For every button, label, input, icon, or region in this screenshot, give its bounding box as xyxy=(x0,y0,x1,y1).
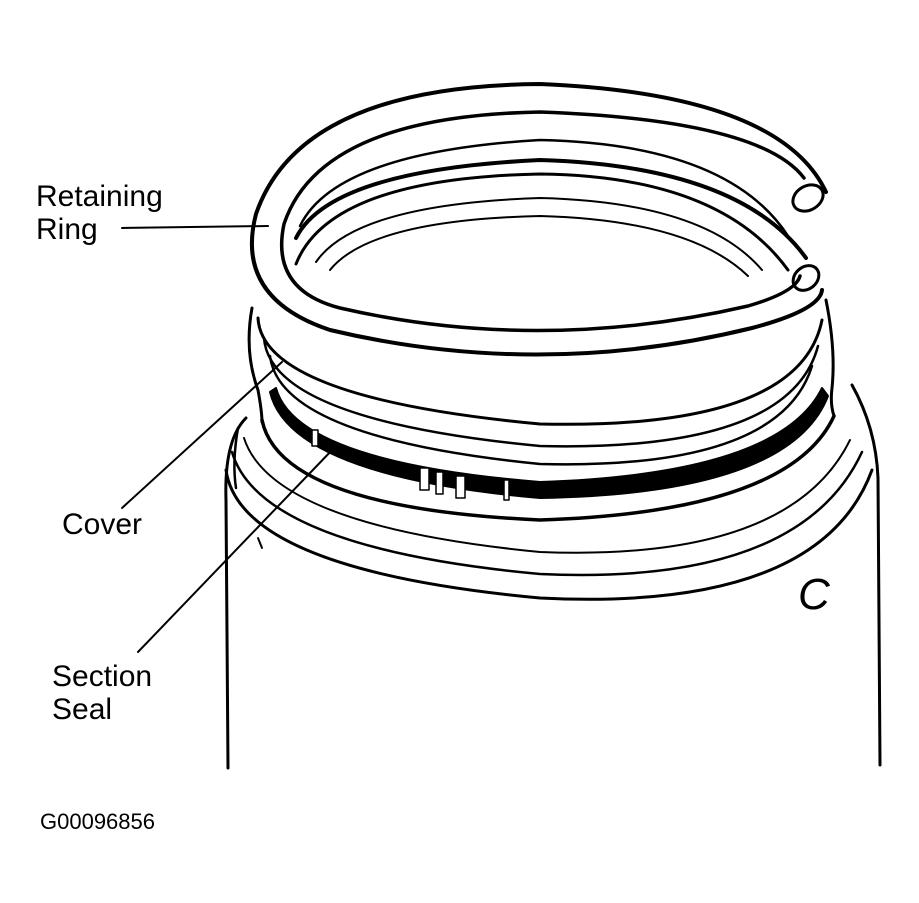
label-retaining-ring-line-2: Ring xyxy=(36,213,98,246)
cover-ridge-2 xyxy=(262,336,820,448)
seal-slot-left xyxy=(311,429,319,447)
label-retaining-ring-line-1: Retaining xyxy=(36,180,163,213)
seal-slot-3 xyxy=(455,475,466,499)
cover-lower-edge xyxy=(260,414,836,522)
ring-upper-coil xyxy=(294,158,808,260)
label-section-seal-line-2: Seal xyxy=(52,693,113,726)
figure-code: G00096856 xyxy=(40,809,155,834)
housing-lip-step xyxy=(243,437,851,554)
housing-outline-left xyxy=(233,426,240,490)
ring-outer-edge xyxy=(249,82,828,357)
label-section-seal: Section Seal xyxy=(52,660,152,726)
bore-ring-1 xyxy=(294,172,790,272)
leader-cover xyxy=(121,361,283,509)
cover xyxy=(247,298,836,522)
cover-ridge-3 xyxy=(268,354,814,466)
corner-mark: C xyxy=(798,570,830,619)
label-section-seal-line-1: Section xyxy=(52,660,153,693)
ring-end-cap-top xyxy=(791,183,825,213)
leader-section-seal xyxy=(137,447,335,653)
inner-bore xyxy=(294,172,790,277)
housing-lip-outer xyxy=(224,468,874,601)
bore-ring-3 xyxy=(329,215,749,277)
label-retaining-ring: Retaining Ring xyxy=(36,180,163,246)
cover-ridge-1 xyxy=(256,316,824,426)
seal-slot-4 xyxy=(503,479,510,501)
seal-upper-edge xyxy=(297,407,817,489)
housing-left-wall xyxy=(224,416,248,770)
bore-ring-2 xyxy=(315,197,763,271)
housing xyxy=(224,383,882,770)
label-cover: Cover xyxy=(62,508,143,541)
cover-right-side xyxy=(824,298,836,418)
housing-lip-inner xyxy=(230,450,864,577)
housing-tick xyxy=(257,537,263,549)
ring-inner-edge xyxy=(279,110,806,333)
ring-end-cap-lower xyxy=(791,264,821,292)
ring-upper-coil-inner xyxy=(298,138,790,238)
retaining-ring xyxy=(249,82,828,357)
cover-left-side xyxy=(247,306,264,424)
seal-slot-2 xyxy=(435,471,444,495)
seal-slot-1 xyxy=(419,467,430,491)
seal-band xyxy=(269,387,829,499)
leader-lines xyxy=(121,225,335,653)
housing-right-wall xyxy=(850,383,882,767)
section-seal xyxy=(269,387,829,501)
leader-retaining-ring xyxy=(121,225,269,229)
